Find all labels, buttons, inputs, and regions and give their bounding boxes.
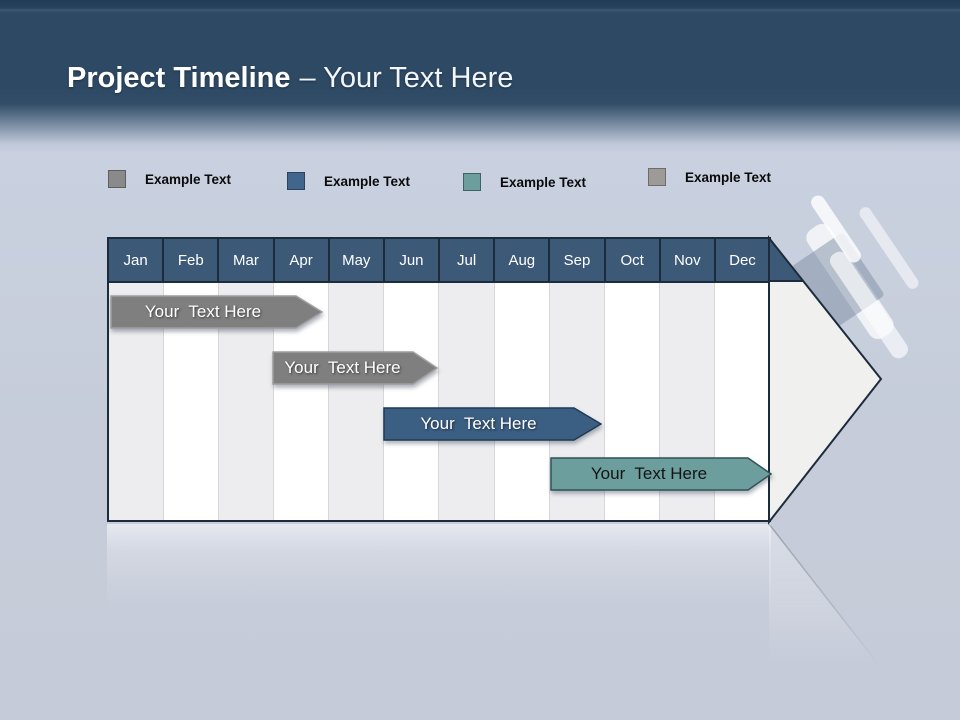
grid-column bbox=[384, 283, 440, 520]
task-bar-arrow-shape bbox=[383, 407, 602, 441]
month-header-cell: Oct bbox=[606, 239, 661, 281]
legend-item-label: Example Text bbox=[324, 173, 411, 189]
month-header-cell: Jul bbox=[440, 239, 496, 281]
month-header-cell: May bbox=[330, 239, 385, 281]
legend-swatch bbox=[648, 168, 666, 186]
timeline-reflection bbox=[107, 524, 771, 608]
task-bar-1: Your Text Here bbox=[110, 295, 323, 329]
month-header-cell: Feb bbox=[164, 239, 220, 281]
month-header-cell: Sep bbox=[550, 239, 606, 281]
legend-item: Example Text bbox=[108, 170, 231, 188]
month-header-cell: Aug bbox=[495, 239, 551, 281]
grid-column bbox=[439, 283, 495, 520]
legend-item-label: Example Text bbox=[145, 171, 232, 187]
task-bar-arrow-shape bbox=[272, 351, 438, 385]
legend-swatch bbox=[287, 172, 305, 190]
task-bar-3: Your Text Here bbox=[383, 407, 602, 441]
arrowhead-reflection bbox=[768, 524, 882, 669]
task-bar-arrow-shape bbox=[110, 295, 323, 329]
task-bar-label: Your Text Here bbox=[420, 414, 537, 433]
month-header-cell: Nov bbox=[661, 239, 716, 281]
legend-item: Example Text bbox=[463, 173, 586, 191]
month-header-cell: Jan bbox=[109, 239, 165, 281]
page-title: Project Timeline– Your Text Here bbox=[67, 61, 513, 95]
legend-item-label: Example Text bbox=[685, 169, 772, 185]
task-bar-2: Your Text Here bbox=[272, 351, 438, 385]
header-band bbox=[0, 0, 960, 154]
legend-swatch bbox=[108, 170, 126, 188]
grid-column bbox=[494, 283, 550, 520]
page-title-main: Project Timeline bbox=[67, 62, 291, 94]
page-title-suffix: – Your Text Here bbox=[299, 62, 514, 94]
task-bar-label: Your Text Here bbox=[590, 464, 708, 483]
legend-item: Example Text bbox=[648, 168, 771, 186]
timeline-arrowhead bbox=[768, 235, 883, 525]
task-bar-label: Your Text Here bbox=[144, 302, 262, 321]
month-header-cell: Dec bbox=[729, 251, 756, 269]
grid-column bbox=[329, 283, 385, 520]
task-bar-arrow-shape bbox=[550, 457, 772, 491]
month-header-cell: Apr bbox=[275, 239, 330, 281]
month-header-cell: Mar bbox=[219, 239, 275, 281]
legend-item: Example Text bbox=[287, 172, 410, 190]
task-bar-4: Your Text Here bbox=[550, 457, 772, 491]
legend-swatch bbox=[463, 173, 481, 191]
task-bar-label: Your Text Here bbox=[284, 358, 401, 377]
legend-item-label: Example Text bbox=[500, 174, 587, 190]
month-header-cell: Jun bbox=[385, 239, 441, 281]
month-header-row: Jan Feb Mar Apr May Jun Jul Aug Sep Oct … bbox=[109, 239, 769, 283]
